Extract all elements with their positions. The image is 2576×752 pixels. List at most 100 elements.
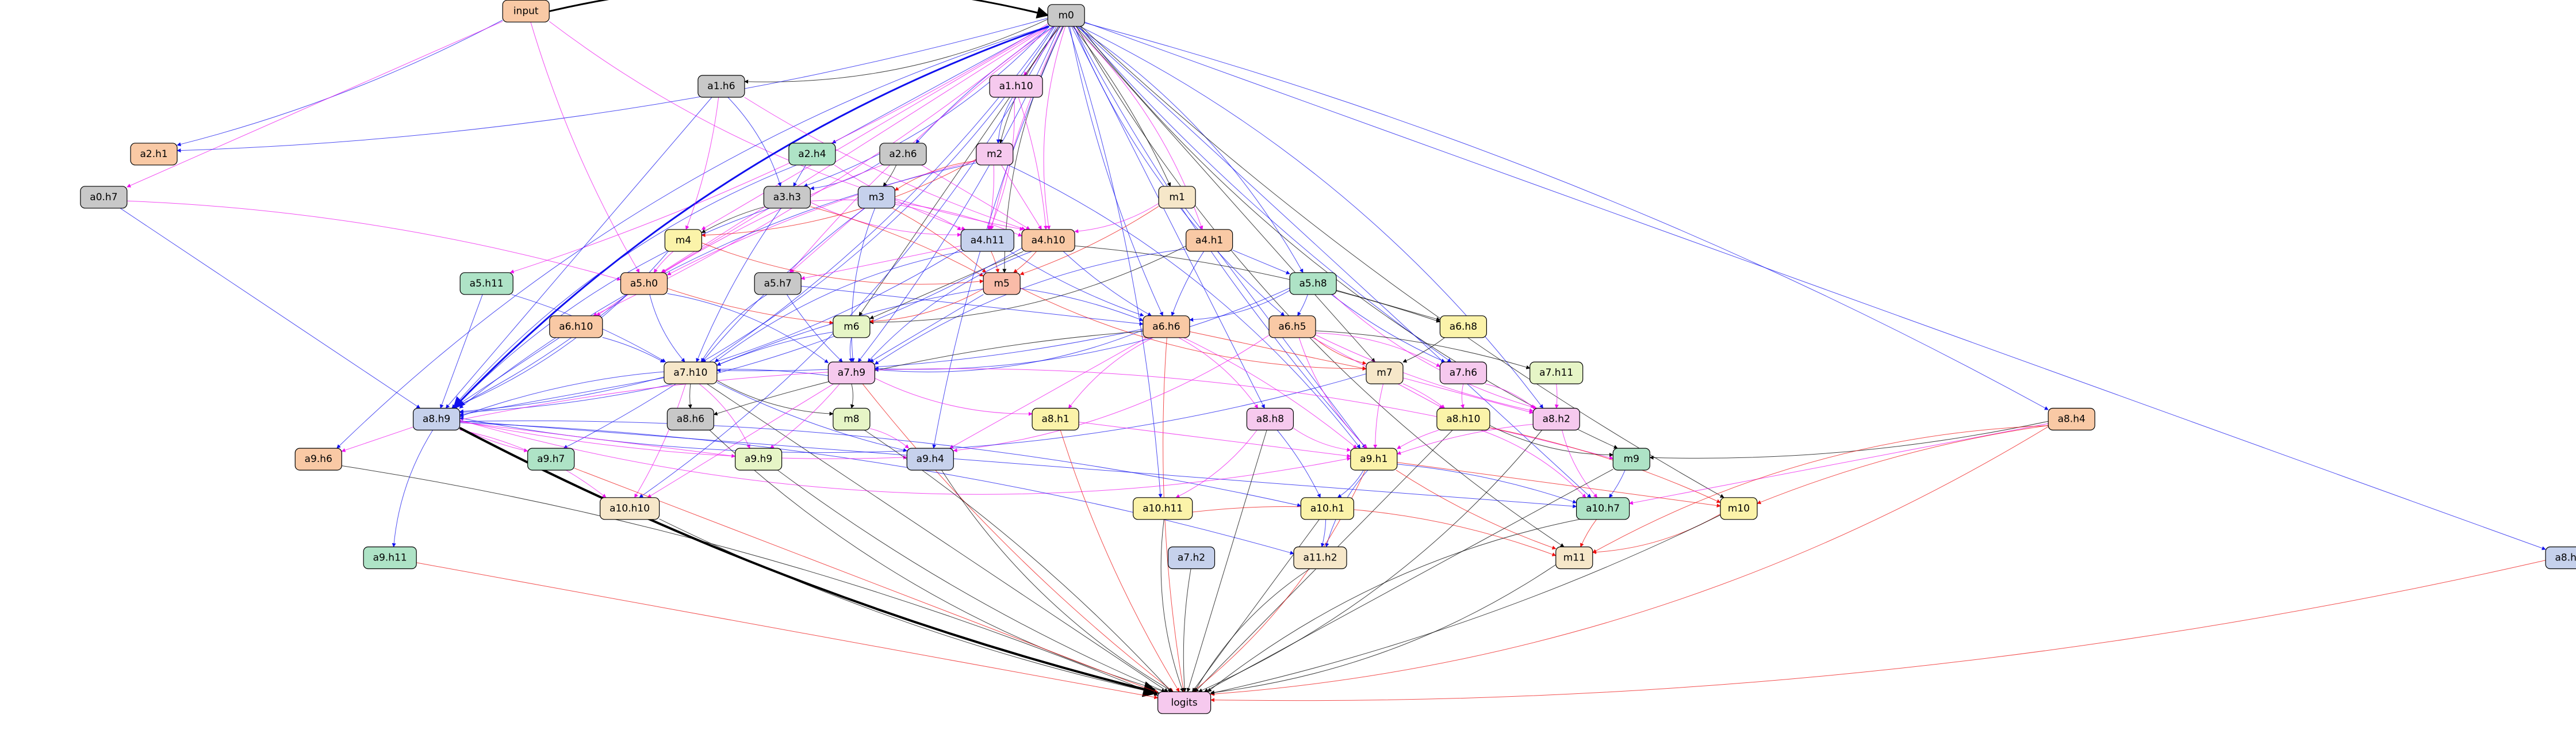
edge-a4h11-to-a5h7 [800, 245, 961, 280]
edge-m7-to-a8h2 [1402, 377, 1534, 414]
edge-a8h8-to-a9h1 [1293, 427, 1351, 452]
edge-a1h10-to-a4h10 [1018, 97, 1048, 230]
node-a6h10: a6.h10 [549, 315, 603, 338]
node-label: a3.h3 [773, 192, 801, 203]
edge-m0-to-a2h1 [177, 18, 1048, 152]
node-box [1300, 497, 1354, 520]
node-box [1439, 315, 1487, 338]
node-label: a11.h2 [1303, 552, 1337, 564]
edge-a8h10-to-a9h1 [1397, 430, 1439, 449]
edge-a4h10-to-m5 [1013, 251, 1037, 273]
node-label: a10.h11 [1143, 503, 1183, 514]
node-a10h11: a10.h11 [1133, 497, 1193, 520]
edge-a10h7-to-m11 [1580, 519, 1597, 548]
edge-a7h10-to-logits [707, 383, 1168, 692]
edge-a7h9-to-a9h9 [770, 383, 840, 449]
edge-a5h8-to-a6h6 [1189, 290, 1290, 322]
edge-a8h2-to-a10h7 [1562, 430, 1598, 498]
node-a9h9: a9.h9 [734, 448, 783, 471]
edge-m0-to-m1 [1072, 26, 1171, 187]
edge-a5h8-to-a7h9 [874, 288, 1290, 371]
node-a8h4: a8.h4 [2048, 407, 2095, 431]
edge-a10h1-to-a11h2 [1321, 519, 1327, 548]
edge-a7h10-to-a10h10 [634, 383, 686, 498]
edge-a7h10-to-a9h9 [699, 383, 750, 449]
edge-a7h2-to-logits [1182, 568, 1191, 692]
edge-m0-to-a8h9 [453, 25, 1050, 410]
edge-a8h9-to-a9h7 [459, 427, 528, 453]
node-label: a9.h6 [305, 453, 332, 465]
edge-input-to-a5h0 [530, 22, 640, 273]
node-input: input [502, 0, 550, 22]
edge-a8h1-to-a9h1 [1079, 422, 1351, 458]
edge-a5h0-to-a8h9 [453, 294, 628, 409]
node-a6h5: a6.h5 [1268, 315, 1316, 338]
node-box [1293, 546, 1347, 570]
node-label: a8.h4 [2058, 414, 2086, 425]
edge-a9h1-to-m10 [1397, 462, 1721, 508]
node-logits: logits [1157, 691, 1212, 714]
edge-m3-to-a5h7 [789, 208, 865, 273]
edge-m4-to-m5 [702, 242, 984, 285]
edge-a4h10-to-a6h8 [1075, 245, 1441, 323]
node-box [80, 186, 128, 209]
edge-a8h6-to-logits [709, 430, 1166, 693]
node-a8h2: a8.h2 [1532, 407, 1580, 431]
node-label: m6 [844, 321, 859, 333]
node-label: a7.h11 [1539, 367, 1573, 379]
node-label: m2 [987, 148, 1002, 160]
edge-a0h7-to-a5h0 [126, 200, 622, 281]
node-box [664, 229, 703, 252]
node-box [1555, 546, 1593, 570]
edge-a5h7-to-a6h6 [801, 285, 1144, 326]
edge-m0-to-a2h6 [915, 26, 1054, 144]
edge-a3h3-to-a7h10 [696, 208, 781, 362]
edge-a8h4-to-m10 [1757, 425, 2049, 505]
node-box [879, 143, 927, 166]
edge-a8h9-to-a9h11 [392, 430, 434, 548]
edge-m9-to-a10h7 [1609, 469, 1626, 498]
node-box [1289, 272, 1337, 295]
edge-a10h7-to-logits [1207, 519, 1580, 692]
node-label: input [513, 5, 539, 17]
edge-a7h9-to-a8h9 [459, 369, 829, 418]
node-a4h1: a4.h1 [1186, 229, 1233, 252]
node-box [527, 448, 575, 471]
node-box [697, 75, 745, 98]
node-a5h8: a5.h8 [1289, 272, 1337, 295]
node-m1: m1 [1158, 186, 1196, 209]
edge-m6-to-a7h10 [716, 331, 833, 366]
edge-a8h5-to-logits [1210, 560, 2546, 703]
edge-m0-to-a5h11 [509, 24, 1048, 274]
node-label: a10.h1 [1310, 503, 1344, 514]
node-a7h2: a7.h2 [1167, 546, 1216, 570]
edge-a6h5-to-a9h4 [953, 335, 1270, 453]
node-label: a9.h9 [745, 453, 772, 465]
node-a0h7: a0.h7 [80, 186, 128, 209]
edge-a1h6-to-a4h10 [744, 97, 1026, 231]
edge-m0-to-a8h5 [1084, 21, 2546, 551]
node-label: a0.h7 [90, 192, 117, 203]
node-a6h8: a6.h8 [1439, 315, 1487, 338]
node-label: a1.h6 [707, 81, 735, 92]
node-a8h8: a8.h8 [1246, 407, 1294, 431]
edge-m0-to-a8h8 [1071, 26, 1265, 409]
node-label: a7.h10 [673, 367, 707, 379]
edge-a8h8-to-logits [1186, 430, 1267, 692]
node-a11h2: a11.h2 [1293, 546, 1347, 570]
edge-m0-to-a9h6 [336, 26, 1048, 449]
edge-a7h6-to-a8h10 [1460, 383, 1465, 409]
edge-a8h8-to-a10h11 [1175, 430, 1258, 498]
edge-a7h10-to-a9h4 [716, 382, 907, 452]
node-a8h9: a8.h9 [412, 407, 461, 431]
node-label: a8.h1 [1041, 414, 1069, 425]
node-a9h1: a9.h1 [1350, 448, 1398, 471]
node-box [833, 315, 871, 338]
edge-a1h6-to-a3h3 [727, 97, 782, 187]
edge-a9h4-to-logits [941, 469, 1174, 692]
edge-input-to-a0h7 [126, 21, 503, 188]
node-box [549, 315, 603, 338]
edge-a4h1-to-a5h8 [1232, 250, 1290, 274]
edge-m8-to-a9h4 [869, 428, 909, 449]
node-label: a5.h8 [1299, 278, 1327, 289]
